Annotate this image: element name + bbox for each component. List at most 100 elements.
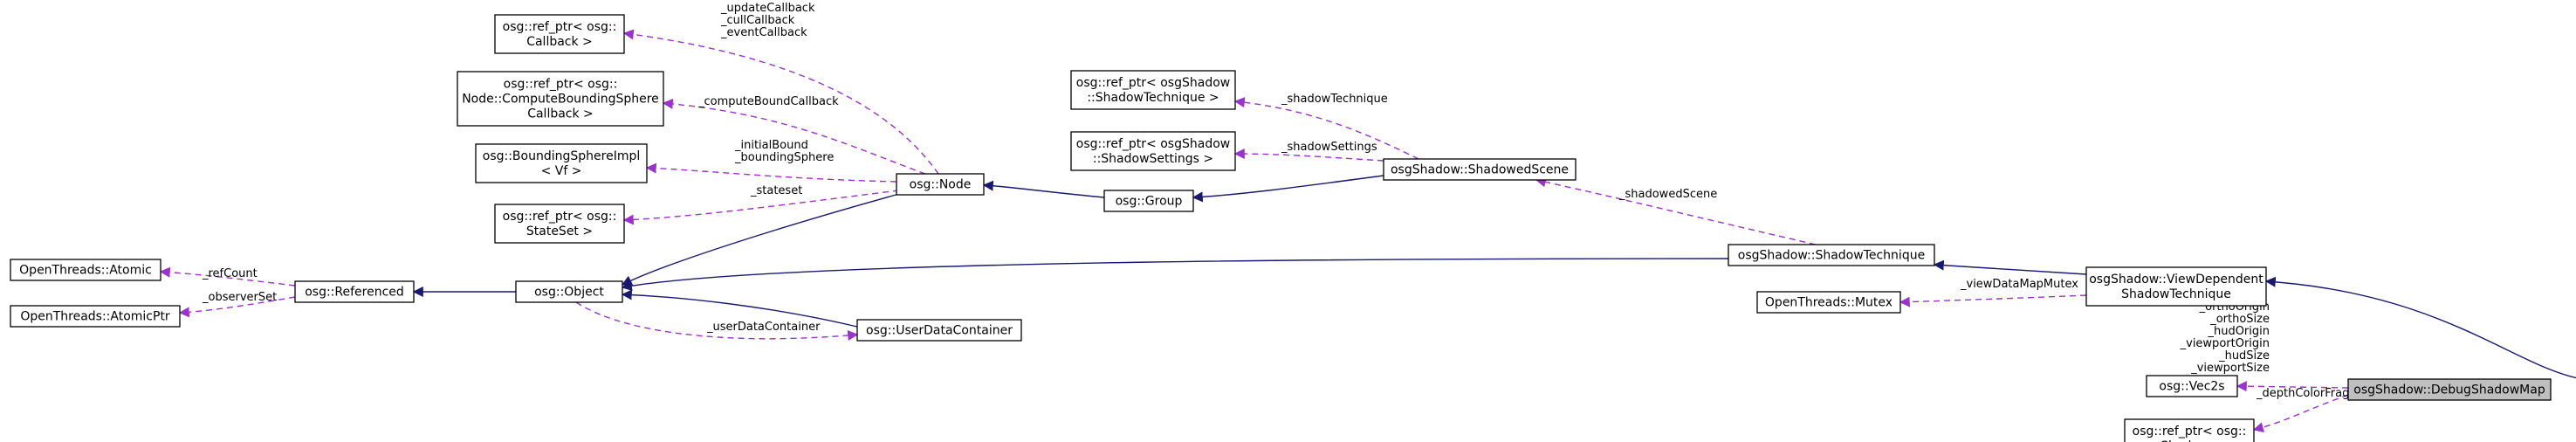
class-node-object[interactable]: osg::Object bbox=[515, 280, 623, 303]
edge-node-to-compute-bs-ref bbox=[662, 98, 926, 175]
class-node-box bbox=[294, 280, 415, 303]
edge-debug-shadow-map-to-vec2s bbox=[2236, 381, 2349, 392]
class-node-shadow-technique[interactable]: osgShadow::ShadowTechnique bbox=[1728, 244, 1935, 266]
edge-debug-shadow-map-to-shader-ref bbox=[2252, 394, 2349, 433]
edge-view-dependent-to-shadow-technique bbox=[1933, 259, 2087, 275]
edge-user-data-container-to-object bbox=[621, 289, 858, 328]
class-node-bounding-sphere[interactable]: osg::BoundingSphereImpl< Vf > bbox=[475, 143, 648, 183]
class-node-box bbox=[1070, 131, 1236, 171]
class-node-box bbox=[1103, 190, 1194, 212]
edge-label: _computeBoundCallback bbox=[697, 95, 839, 108]
class-node-mutex[interactable]: OpenThreads::Mutex bbox=[1756, 291, 1901, 314]
edge-label: _initialBound_boundingSphere bbox=[734, 139, 834, 164]
class-node-shadowed-scene[interactable]: osgShadow::ShadowedScene bbox=[1383, 158, 1577, 181]
class-node-box bbox=[494, 204, 625, 244]
class-node-box bbox=[1383, 158, 1577, 181]
class-node-box bbox=[2085, 266, 2267, 307]
class-node-box bbox=[856, 319, 1022, 342]
class-node-label: osg::Object bbox=[534, 286, 604, 300]
class-node-box bbox=[494, 14, 625, 54]
edge-label: _userDataContainer bbox=[706, 321, 821, 334]
class-node-label: osgShadow::DebugShadowMap bbox=[2353, 383, 2545, 397]
edge-label-line: _viewportSize bbox=[2190, 362, 2270, 375]
class-node-box bbox=[2124, 418, 2255, 442]
edge-label-line: _observerSet bbox=[202, 291, 277, 304]
class-node-box bbox=[1070, 70, 1236, 110]
class-node-label: osg::Group bbox=[1116, 195, 1183, 209]
edge-label-line: _viewDataMapMutex bbox=[1960, 278, 2078, 291]
class-node-shadow-technique-ref[interactable]: osg::ref_ptr< osgShadow::ShadowTechnique… bbox=[1070, 70, 1236, 110]
edge-shadowed-scene-to-group bbox=[1192, 175, 1384, 203]
edge-referenced-to-atomic-ptr bbox=[178, 296, 296, 318]
edge-label-line: _cullCallback bbox=[720, 14, 795, 27]
class-node-label: osg::ref_ptr< osg:: bbox=[503, 210, 617, 224]
edges-layer bbox=[159, 29, 2576, 433]
class-node-box bbox=[2146, 375, 2238, 397]
edge-node-to-callback-ref bbox=[622, 29, 939, 175]
class-node-label: ShadowTechnique bbox=[2121, 287, 2231, 301]
class-node-box bbox=[457, 71, 664, 127]
class-node-vec2s[interactable]: osg::Vec2s bbox=[2146, 375, 2238, 397]
edge-label: _observerSet bbox=[202, 291, 277, 304]
edge-label: _orthoOrigin_orthoSize_hudOrigin_viewpor… bbox=[2180, 300, 2270, 375]
class-node-shader-ref[interactable]: osg::ref_ptr< osg::Shader > bbox=[2124, 418, 2255, 442]
class-node-stateset-ref[interactable]: osg::ref_ptr< osg::StateSet > bbox=[494, 204, 625, 244]
class-node-label: osg::Referenced bbox=[305, 286, 404, 300]
class-node-label: osg::ref_ptr< osg:: bbox=[503, 20, 617, 34]
edge-label-line: _stateset bbox=[750, 184, 802, 197]
class-node-box bbox=[515, 280, 623, 303]
edge-label-line: _viewportOrigin bbox=[2180, 337, 2270, 350]
edge-label: _stateset bbox=[750, 184, 802, 197]
class-node-label: osgShadow::ShadowTechnique bbox=[1738, 249, 1925, 263]
class-node-box bbox=[10, 259, 161, 281]
class-node-label: ::ShadowSettings > bbox=[1093, 152, 1213, 166]
class-node-box bbox=[1756, 291, 1901, 314]
edge-node-to-bounding-sphere bbox=[645, 162, 897, 183]
class-node-group[interactable]: osg::Group bbox=[1103, 190, 1194, 212]
nodes-layer: osgShadow::DebugShadowMap osgShadow::View… bbox=[10, 14, 2552, 442]
edge-object-to-user-data-container bbox=[575, 301, 859, 341]
class-node-label: OpenThreads::Atomic bbox=[19, 264, 152, 278]
class-node-label: osg::BoundingSphereImpl bbox=[483, 149, 641, 163]
edge-label: _shadowTechnique bbox=[1281, 93, 1388, 106]
class-node-label: osg::ref_ptr< osgShadow bbox=[1076, 76, 1230, 90]
edge-label-line: _initialBound bbox=[734, 139, 808, 152]
edge-label-line: _userDataContainer bbox=[706, 321, 821, 334]
class-node-shadow-settings-ref[interactable]: osg::ref_ptr< osgShadow::ShadowSettings … bbox=[1070, 131, 1236, 171]
class-node-label: osg::Node bbox=[910, 178, 972, 192]
class-node-debug-shadow-map[interactable]: osgShadow::DebugShadowMap bbox=[2347, 378, 2552, 401]
edge-shadow-technique-to-object bbox=[621, 258, 1729, 292]
edge-shadowed-scene-to-shadow-settings-ref bbox=[1233, 148, 1384, 162]
class-node-label: OpenThreads::Mutex bbox=[1765, 296, 1893, 310]
class-node-callback-ref[interactable]: osg::ref_ptr< osg::Callback > bbox=[494, 14, 625, 54]
class-node-label: Node::ComputeBoundingSphere bbox=[462, 93, 659, 107]
edge-label-line: _hudSize bbox=[2218, 349, 2270, 363]
edge-shadowed-scene-to-shadow-technique-ref bbox=[1233, 97, 1419, 160]
edge-referenced-to-atomic bbox=[159, 266, 296, 287]
edge-label: _updateCallback_cullCallback_eventCallba… bbox=[720, 2, 815, 39]
edge-label-line: _boundingSphere bbox=[734, 151, 834, 164]
class-node-box bbox=[1728, 244, 1935, 266]
class-node-atomic[interactable]: OpenThreads::Atomic bbox=[10, 259, 161, 281]
class-node-referenced[interactable]: osg::Referenced bbox=[294, 280, 415, 303]
class-node-label: ::ShadowTechnique > bbox=[1087, 91, 1219, 105]
class-node-label: osg::ref_ptr< osgShadow bbox=[1076, 137, 1230, 151]
class-node-label: osgShadow::ShadowedScene bbox=[1391, 163, 1569, 177]
class-node-label: Shader > bbox=[2160, 439, 2218, 442]
class-node-atomic-ptr[interactable]: OpenThreads::AtomicPtr bbox=[10, 305, 181, 328]
edge-label: _shadowSettings bbox=[1281, 141, 1377, 154]
class-node-user-data-container[interactable]: osg::UserDataContainer bbox=[856, 319, 1022, 342]
edge-label-line: _shadowedScene bbox=[1618, 188, 1717, 201]
edge-label-line: _updateCallback bbox=[720, 2, 815, 15]
class-node-box bbox=[896, 173, 985, 196]
edge-label-line: _hudOrigin bbox=[2207, 325, 2270, 338]
class-node-node[interactable]: osg::Node bbox=[896, 173, 985, 196]
edge-label-line: _shadowSettings bbox=[1281, 141, 1377, 154]
edge-shadow-technique-to-shadowed-scene bbox=[1535, 176, 1817, 245]
edge-debug-shadow-map-to-view-dependent bbox=[2264, 276, 2576, 379]
class-node-label: OpenThreads::AtomicPtr bbox=[20, 310, 170, 324]
edge-label-line: _eventCallback bbox=[720, 26, 807, 39]
class-node-compute-bs-ref[interactable]: osg::ref_ptr< osg::Node::ComputeBounding… bbox=[457, 71, 664, 127]
